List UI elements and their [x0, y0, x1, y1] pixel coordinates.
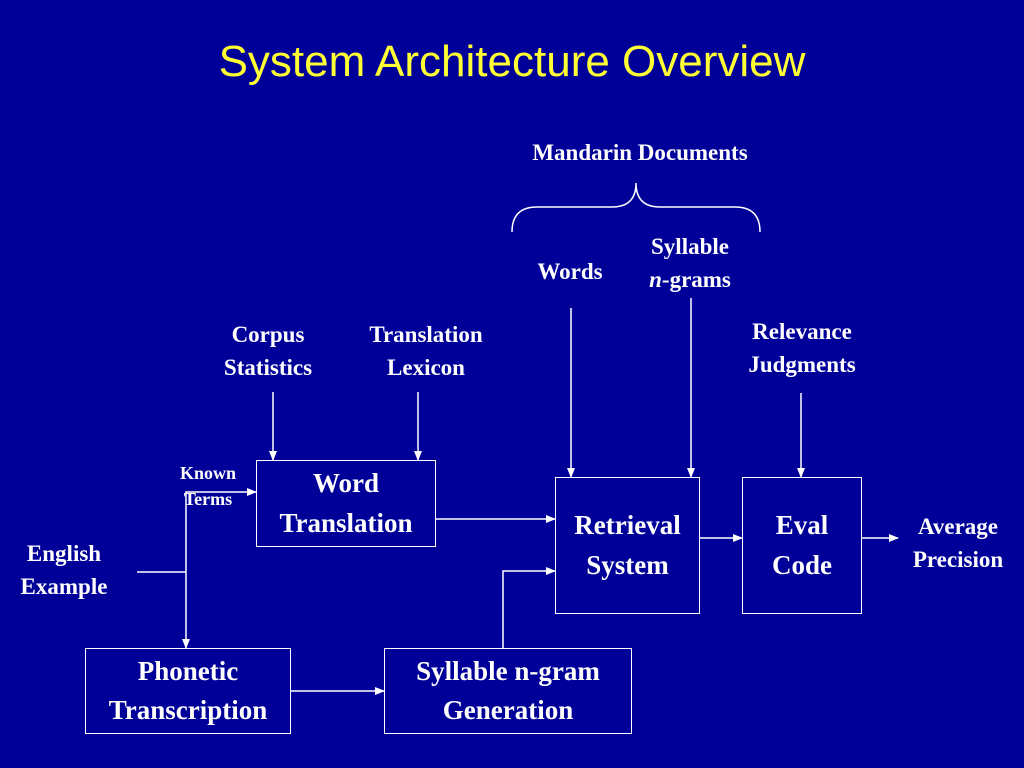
page-title: System Architecture Overview [218, 37, 806, 86]
known-terms-label: Known Terms [179, 463, 237, 510]
arrow-ngram-generation-to-retrieval [502, 567, 556, 648]
translation-lexicon-label: Translation Lexicon [369, 322, 483, 381]
retrieval-system-box: Retrieval System [555, 477, 700, 614]
corpus-statistics-label: Corpus Statistics [223, 322, 313, 381]
eval-code-box: Eval Code [742, 477, 862, 614]
arrow-english-to-word-translation [185, 488, 257, 572]
words-label: Words [537, 259, 603, 284]
relevance-judgments-label: Relevance Judgments [748, 319, 856, 378]
average-precision-label: Average Precision [912, 514, 1004, 573]
syllable-ngram-generation-box: Syllable n-gram Generation [384, 648, 632, 734]
phonetic-transcription-box: Phonetic Transcription [85, 648, 291, 734]
word-translation-box: Word Translation [256, 460, 436, 547]
syllable-ngrams-label: Syllable n-grams [649, 234, 731, 293]
mandarin-documents-brace [511, 182, 761, 233]
english-example-label: English Example [20, 541, 108, 600]
mandarin-documents-label: Mandarin Documents [532, 140, 748, 165]
